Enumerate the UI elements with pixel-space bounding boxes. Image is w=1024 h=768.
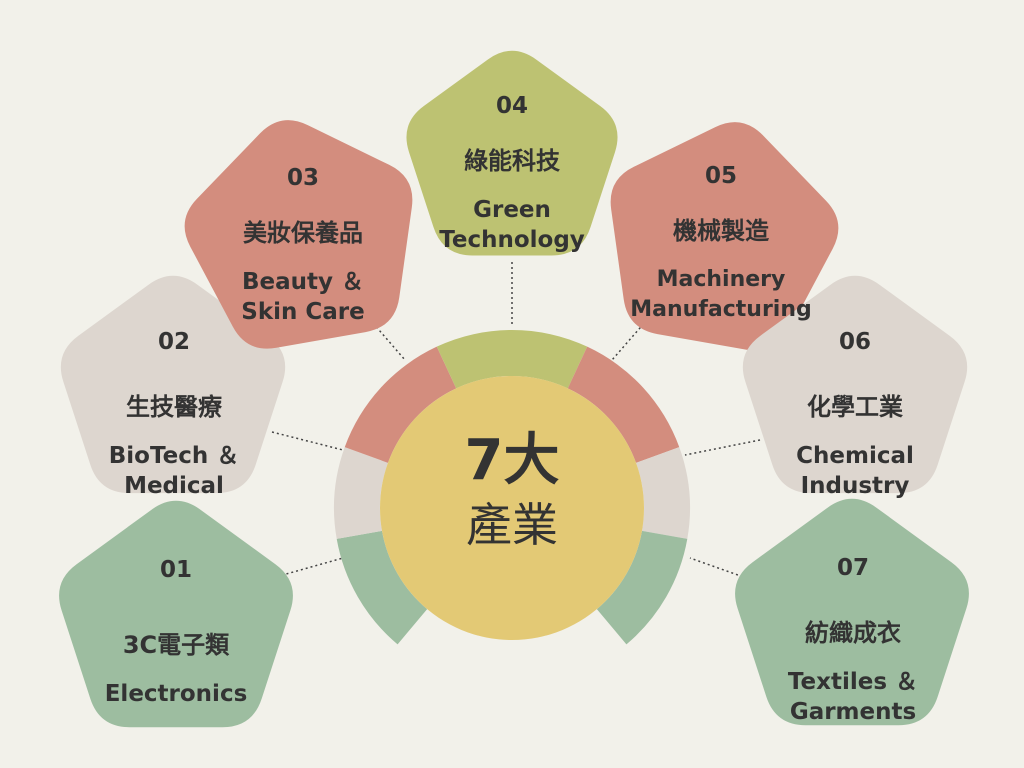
center-title: 7大 bbox=[464, 428, 560, 493]
industry-pentagons bbox=[59, 50, 969, 728]
connector-line-02 bbox=[271, 431, 344, 451]
pentagon-03 bbox=[184, 120, 413, 349]
connector-line-05 bbox=[611, 304, 661, 361]
pentagon-04 bbox=[406, 50, 618, 256]
pentagon-02 bbox=[60, 275, 286, 494]
ring-segment-06 bbox=[636, 447, 691, 539]
pentagon-07 bbox=[735, 498, 969, 726]
ring-segment-03 bbox=[344, 346, 457, 463]
center-subtitle: 產業 bbox=[466, 498, 558, 552]
ring-segment-01 bbox=[336, 530, 428, 645]
ring-segment-07 bbox=[596, 530, 688, 645]
ring-segment-05 bbox=[567, 346, 680, 463]
pentagon-01 bbox=[59, 500, 293, 728]
segment-ring bbox=[334, 329, 691, 645]
pentagon-06 bbox=[742, 275, 968, 494]
connector-line-06 bbox=[684, 439, 761, 456]
pentagon-05 bbox=[610, 122, 839, 351]
connector-line-01 bbox=[271, 557, 344, 579]
ring-segment-02 bbox=[334, 447, 388, 539]
center-circle bbox=[380, 376, 644, 640]
ring-segment-04 bbox=[436, 329, 588, 389]
